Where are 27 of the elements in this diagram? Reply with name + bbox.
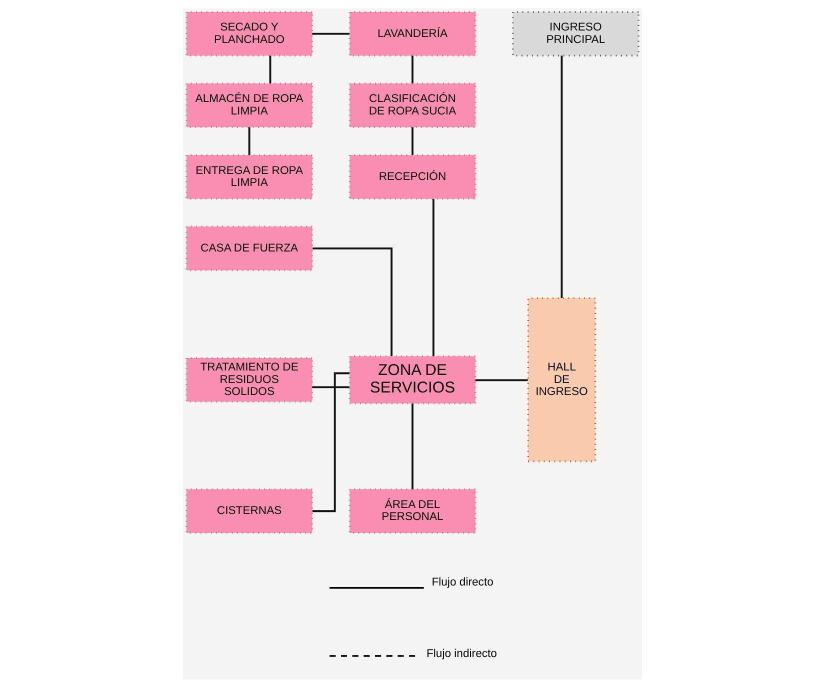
node-box: CLASIFICACIÓN DE ROPA SUCIA xyxy=(348,82,476,128)
node-box: ÁREA DEL PERSONAL xyxy=(348,488,476,534)
node-box: ENTREGA DE ROPA LIMPIA xyxy=(186,154,314,200)
node-box: RECEPCIÓN xyxy=(348,154,476,200)
connector xyxy=(312,386,350,388)
connector xyxy=(312,32,350,35)
connector xyxy=(560,56,563,298)
node-box: CISTERNAS xyxy=(186,488,314,534)
legend-label: Flujo directo xyxy=(432,576,494,589)
node-box: TRATAMIENTO DE RESIDUOS SOLIDOS xyxy=(186,357,314,402)
node-box: HALL DE INGRESO xyxy=(527,297,596,462)
node-box: LAVANDERÍA xyxy=(348,11,476,56)
legend-label: Flujo indirecto xyxy=(426,648,497,660)
connector xyxy=(432,198,434,356)
node-box: ZONA DE SERVICIOS xyxy=(348,355,476,404)
node-box: ALMACÉN DE ROPA LIMPIA xyxy=(186,82,314,128)
connector xyxy=(269,56,272,84)
connector xyxy=(412,127,414,155)
connector xyxy=(248,127,250,155)
node-box: CASA DE FUERZA xyxy=(186,226,314,272)
connector xyxy=(412,56,414,84)
node-box: INGRESO PRINCIPAL xyxy=(512,11,640,56)
connector xyxy=(312,247,393,356)
connector xyxy=(475,379,528,382)
connector xyxy=(412,404,414,490)
node-box: SECADO Y PLANCHADO xyxy=(186,11,314,56)
connector xyxy=(312,372,350,512)
